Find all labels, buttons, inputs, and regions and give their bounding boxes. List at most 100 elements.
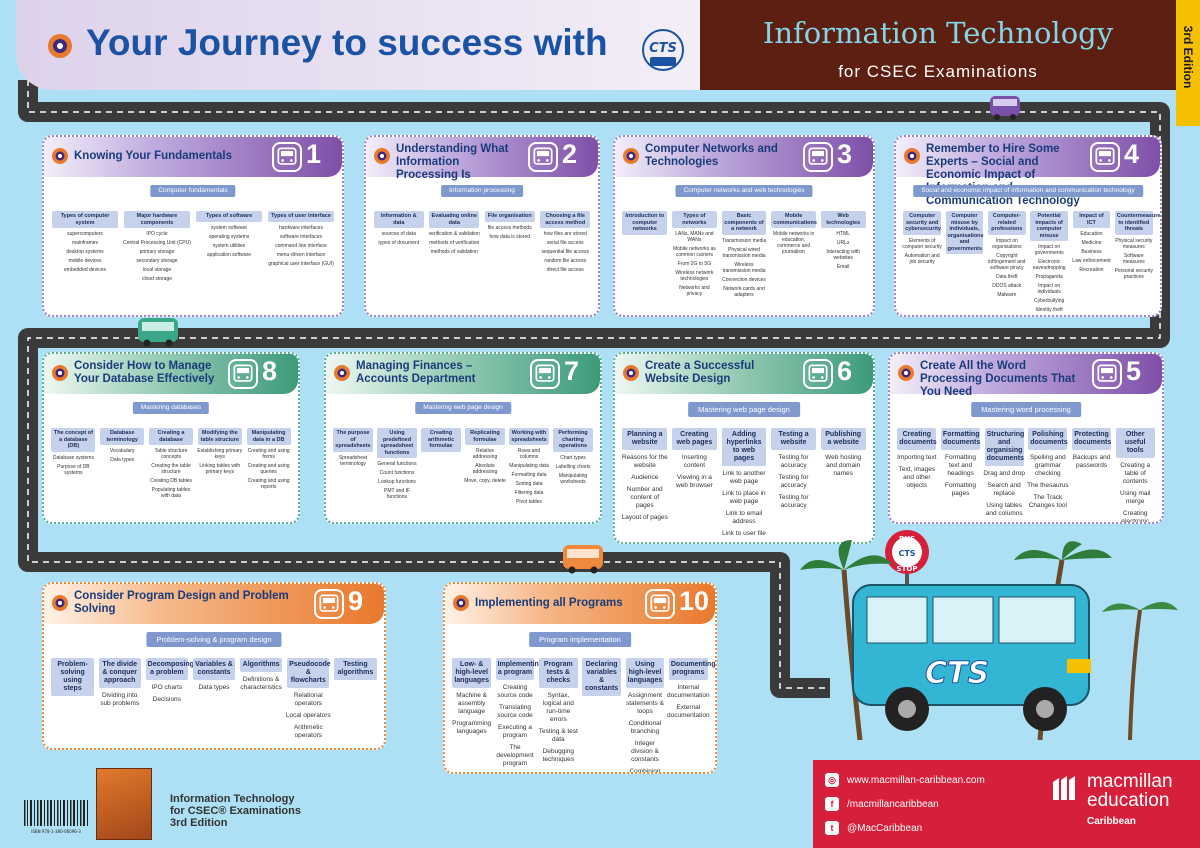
macmillan-logo-icon (1053, 776, 1075, 800)
branch-node: Introduction to computer networks (622, 211, 668, 235)
branch-leaf: Impact on governments (1034, 244, 1064, 256)
card-header: Implementing all Programs 10 (445, 584, 715, 624)
branch-leaf: The development program (496, 744, 534, 767)
bus-icon-road-2 (138, 318, 178, 347)
branch-node: Mobile communications (771, 211, 817, 228)
target-icon (904, 148, 920, 164)
branch-leaf: Arithmetic operators (293, 724, 323, 739)
branch-node: Documenting programs (668, 658, 715, 680)
branch-leaf: Web hosting and domain names (825, 454, 862, 477)
bus-icon (228, 359, 258, 389)
branch-leaf: Table structure concepts (154, 448, 188, 460)
brand-line1: macmillan (1087, 771, 1173, 792)
branch-leaf: Decisions (152, 696, 181, 703)
branch-node: Working with spreadsheets (509, 428, 549, 445)
branch-leaf: sources of data (381, 231, 416, 237)
branch-leaf: Creating DB tables (150, 478, 192, 484)
branch-leaf: Creating and using queries (247, 463, 290, 475)
card-header: Understanding What Information Processin… (366, 137, 598, 181)
branch-leaf: Software measures (1122, 252, 1145, 265)
website-link[interactable]: ◎ www.macmillan-caribbean.com (825, 772, 985, 788)
branch-leaf: Testing for accuracy (778, 474, 809, 489)
bus-stop-middle: CTS (898, 549, 915, 558)
mind-map-branch: Testing algorithms (333, 658, 378, 740)
branch-leaf: Absolute addressing (472, 463, 498, 475)
branch-leaf: Wireless network technologies (675, 270, 714, 282)
branch-leaf: Viewing in a web browser (675, 474, 713, 489)
branch-leaf: Impact on individuals (1037, 283, 1061, 295)
branch-leaf: Creating a table of contents (1120, 462, 1151, 485)
branch-leaf: Interacting with websites (826, 249, 860, 261)
branch-leaf: random file access (544, 258, 587, 264)
card-header: Consider How to Manage Your Database Eff… (44, 354, 298, 394)
branch-leaf: Connection devices (722, 276, 766, 283)
branch-leaf: Combining program elements (629, 768, 661, 774)
branch-node: Problem-solving using steps (51, 658, 94, 696)
branch-leaf: Network cards and adapters (723, 285, 765, 298)
branch-leaf: Spreadsheet terminology (338, 454, 368, 467)
twitter-link[interactable]: t @MacCaribbean (825, 820, 922, 836)
branch-node: Types of user interface (268, 211, 334, 222)
mind-map-branch: The concept of a database (DB)Database s… (50, 428, 97, 499)
card-number-text: 10 (679, 586, 710, 616)
card-number-text: 1 (306, 139, 322, 169)
branch-leaf: Audience (631, 474, 659, 481)
target-icon (898, 365, 914, 381)
card-number-text: 5 (1126, 356, 1142, 386)
branch-node: Pseudocode & flowcharts (287, 658, 331, 688)
branch-leaf: Propaganda (1035, 274, 1063, 280)
bus-icon-road-1 (990, 96, 1020, 120)
branch-leaf: Elements of computer security (902, 237, 942, 250)
mind-map-root: Program implementation (529, 632, 631, 647)
branch-node: Replicating formulae (465, 428, 505, 445)
card-number: 9 (314, 586, 378, 620)
branch-node: Using high-level languages (625, 658, 665, 688)
branch-leaf: Email (836, 264, 850, 270)
branch-leaf: IPO cycle (146, 231, 168, 237)
branch-leaf: local storage (142, 267, 172, 273)
publisher-footer: ◎ www.macmillan-caribbean.com f /macmill… (813, 760, 1200, 848)
facebook-link[interactable]: f /macmillancaribbean (825, 796, 939, 812)
branch-node: Countermeasures to identified threats (1114, 211, 1160, 235)
branch-leaf: Programming languages (452, 720, 492, 735)
branch-leaf: Data types (110, 457, 135, 463)
branch-node: Evaluating online data (429, 211, 480, 228)
branch-leaf: desktop systems (66, 249, 104, 255)
branch-node: Protecting documents (1071, 428, 1111, 450)
branch-leaf: mobile devices (68, 258, 102, 264)
branch-leaf: Manipulating worksheets (558, 472, 588, 485)
bus-stop-sign: BUS CTS STOP (885, 530, 929, 586)
branch-node: Basic components of a network (721, 211, 767, 235)
brand-line2: education (1087, 790, 1170, 811)
cts-logo-text: CTS (649, 41, 677, 56)
branch-node: Testing algorithms (334, 658, 377, 680)
branch-node: Adding hyperlinks to web pages (721, 428, 767, 466)
card-title: Implementing all Programs (475, 597, 623, 609)
branch-leaf: Machine & assembly language (456, 692, 488, 715)
page-title: Your Journey to success with (86, 22, 608, 63)
branch-leaf: embedded devices (64, 267, 106, 273)
branch-leaf: Obscene materials (1029, 316, 1069, 317)
mind-map-root: Computer fundamentals (150, 185, 236, 197)
website-text: www.macmillan-caribbean.com (847, 774, 985, 786)
